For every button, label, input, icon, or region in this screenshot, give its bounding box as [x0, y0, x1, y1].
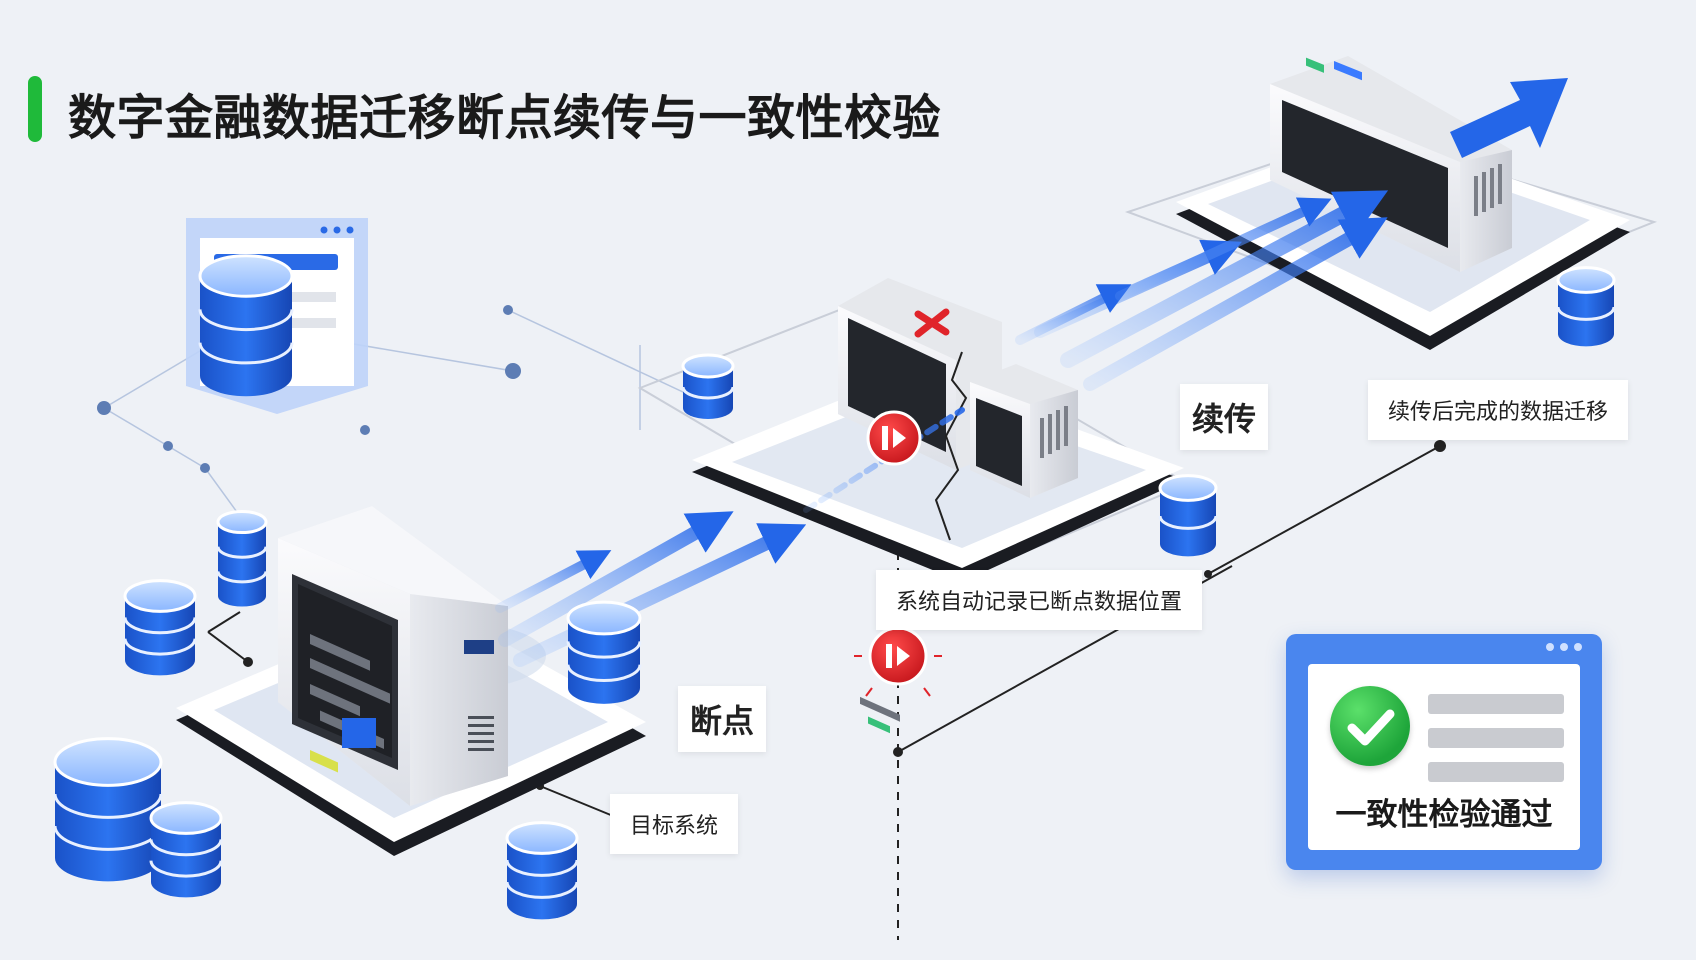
flow-arrows [495, 190, 1389, 667]
breakpoint-label: 断点 [678, 686, 767, 752]
placeholder-line [1428, 762, 1564, 782]
target-server-icon [278, 506, 508, 806]
placeholder-line [1428, 694, 1564, 714]
outgoing-arrow-icon [1450, 78, 1568, 158]
database-icon [1556, 266, 1616, 347]
title-accent-bar [28, 76, 42, 142]
window-dots [1546, 643, 1582, 651]
breakpoint-note-label: 系统自动记录已断点数据位置 [876, 570, 1203, 630]
window-dot [1546, 643, 1554, 651]
window-dot [1560, 643, 1568, 651]
database-icon [123, 579, 197, 676]
leader-dots [243, 440, 1446, 790]
database-icon [681, 353, 735, 419]
window-dot [1574, 643, 1582, 651]
placeholder-line [1428, 728, 1564, 748]
resume-note-label: 续传后完成的数据迁移 [1368, 380, 1629, 440]
check-circle-icon [1330, 686, 1410, 766]
database-icon [149, 801, 223, 898]
verify-panel-body: 一致性检验通过 [1308, 664, 1580, 850]
broken-server-right [970, 364, 1078, 498]
verify-panel: 一致性检验通过 [1286, 634, 1602, 870]
breakpoint-icon [866, 410, 922, 466]
page-title: 数字金融数据迁移断点续传与一致性校验 [68, 90, 942, 146]
break-x-icon [914, 308, 950, 338]
network-nodes [97, 305, 521, 473]
database-icon [566, 600, 642, 704]
migration-platform [637, 296, 1191, 582]
database-icon [216, 509, 268, 607]
crack-lines [934, 351, 968, 541]
database-icon [53, 737, 163, 882]
source-server-icon [1270, 56, 1512, 272]
database-icon [198, 254, 294, 397]
database-layer [53, 254, 1616, 920]
verify-status-text: 一致性检验通过 [1335, 797, 1553, 833]
database-icon [505, 821, 579, 920]
target-system-label: 目标系统 [610, 794, 739, 854]
database-icon [1158, 474, 1218, 557]
resume-label: 续传 [1180, 384, 1269, 450]
